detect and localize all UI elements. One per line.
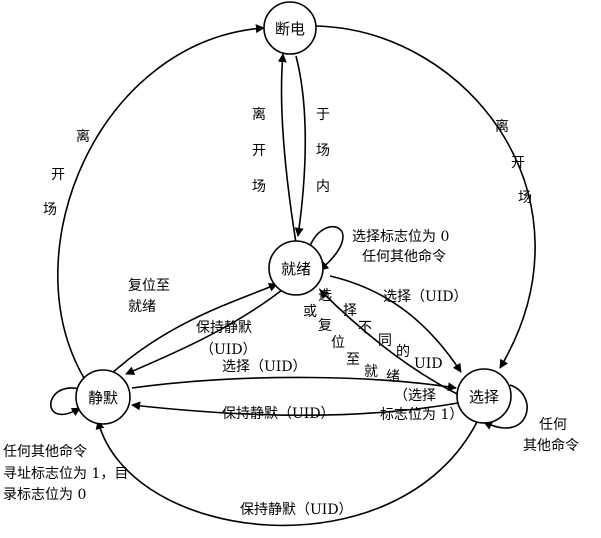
label-quiet-self-3: 录标志位为 0 xyxy=(3,487,86,503)
label-poweroff-to-ready-2: 场 xyxy=(316,143,330,159)
label-ready-to-quiet-2: （UID） xyxy=(200,342,257,358)
edge-quiet-to-selected xyxy=(131,376,457,392)
label-ready-self-2: 任何其他命令 xyxy=(362,248,446,265)
state-ready: 就绪 xyxy=(268,240,324,296)
label-selected-to-ready-a3: 位 xyxy=(331,335,345,351)
edge-selected-to-quiet-lower xyxy=(95,419,479,527)
label-poweroff-to-ready-1: 于 xyxy=(316,107,330,123)
label-quiet-to-poweroff-3: 场 xyxy=(43,202,57,218)
label-quiet-to-ready-2: 就绪 xyxy=(128,299,156,315)
edge-poweroff-to-selected xyxy=(315,25,536,369)
state-selected-label: 选择 xyxy=(469,388,499,406)
edge-quiet-to-ready xyxy=(109,283,278,376)
label-selected-cond-1: （选择 xyxy=(394,388,436,404)
edge-ready-self-loop xyxy=(309,225,344,271)
label-selected-to-ready-uid: UID xyxy=(414,356,443,372)
label-selected-to-quiet-upper: 保持静默（UID） xyxy=(222,406,335,422)
edge-ready-to-poweroff xyxy=(277,53,297,244)
label-quiet-self-2: 寻址标志位为 1，目 xyxy=(3,466,128,482)
label-poweroff-to-ready-3: 内 xyxy=(316,179,330,195)
state-ready-label: 就绪 xyxy=(281,260,311,278)
edge-quiet-to-poweroff xyxy=(57,24,265,379)
edge-ready-to-selected xyxy=(329,275,462,373)
label-selected-to-ready-b2: 择 xyxy=(343,303,357,319)
state-quiet-label: 静默 xyxy=(88,389,118,407)
label-ready-self-1: 选择标志位为 0 xyxy=(352,229,449,245)
state-selected: 选择 xyxy=(456,368,512,424)
label-selected-to-quiet-lower: 保持静默（UID） xyxy=(240,502,353,518)
edge-ready-to-quiet xyxy=(125,289,283,375)
label-ready-to-poweroff-2: 开 xyxy=(252,143,266,159)
label-poweroff-to-selected-2: 开 xyxy=(511,155,525,171)
label-poweroff-to-selected-1: 离 xyxy=(495,118,509,135)
label-selected-to-ready-a2: 复 xyxy=(318,317,332,334)
label-ready-to-quiet-1: 保持静默 xyxy=(196,320,252,336)
state-power-off: 断电 xyxy=(263,1,317,55)
label-selected-cond-2: 标志位为 1） xyxy=(380,407,463,423)
edge-quiet-self-loop xyxy=(49,387,81,417)
label-quiet-self-1: 任何其他命令 xyxy=(3,443,87,460)
label-quiet-to-ready-1: 复位至 xyxy=(128,277,170,294)
label-quiet-to-selected: 选择（UID） xyxy=(222,359,307,375)
label-ready-to-poweroff-1: 离 xyxy=(252,106,266,123)
label-ready-to-poweroff-3: 场 xyxy=(252,179,266,195)
label-selected-self-1: 任何 xyxy=(539,417,567,433)
label-selected-to-ready-a4: 至 xyxy=(346,352,360,368)
label-selected-to-ready-b1: 选 xyxy=(318,288,332,304)
label-selected-to-ready-a5: 就 xyxy=(364,364,378,380)
label-selected-to-ready-b4: 同 xyxy=(378,333,392,349)
label-selected-to-ready-b3: 不 xyxy=(358,320,372,336)
label-selected-self-2: 其他命令 xyxy=(523,437,579,454)
state-quiet: 静默 xyxy=(75,369,131,425)
label-selected-to-ready-a1: 或 xyxy=(303,304,317,320)
state-power-off-label: 断电 xyxy=(275,20,305,38)
label-selected-to-ready-b5: 的 xyxy=(396,344,410,360)
edge-selected-self-loop xyxy=(483,384,528,430)
label-poweroff-to-selected-3: 场 xyxy=(518,190,532,206)
label-quiet-to-poweroff-1: 离 xyxy=(76,128,90,145)
label-ready-to-selected: 选择（UID） xyxy=(383,289,468,305)
edge-selected-to-quiet-upper xyxy=(131,401,459,417)
label-selected-to-ready-a6: 绪 xyxy=(386,369,400,385)
edge-poweroff-to-ready xyxy=(294,55,307,237)
label-quiet-to-poweroff-2: 开 xyxy=(51,167,65,183)
